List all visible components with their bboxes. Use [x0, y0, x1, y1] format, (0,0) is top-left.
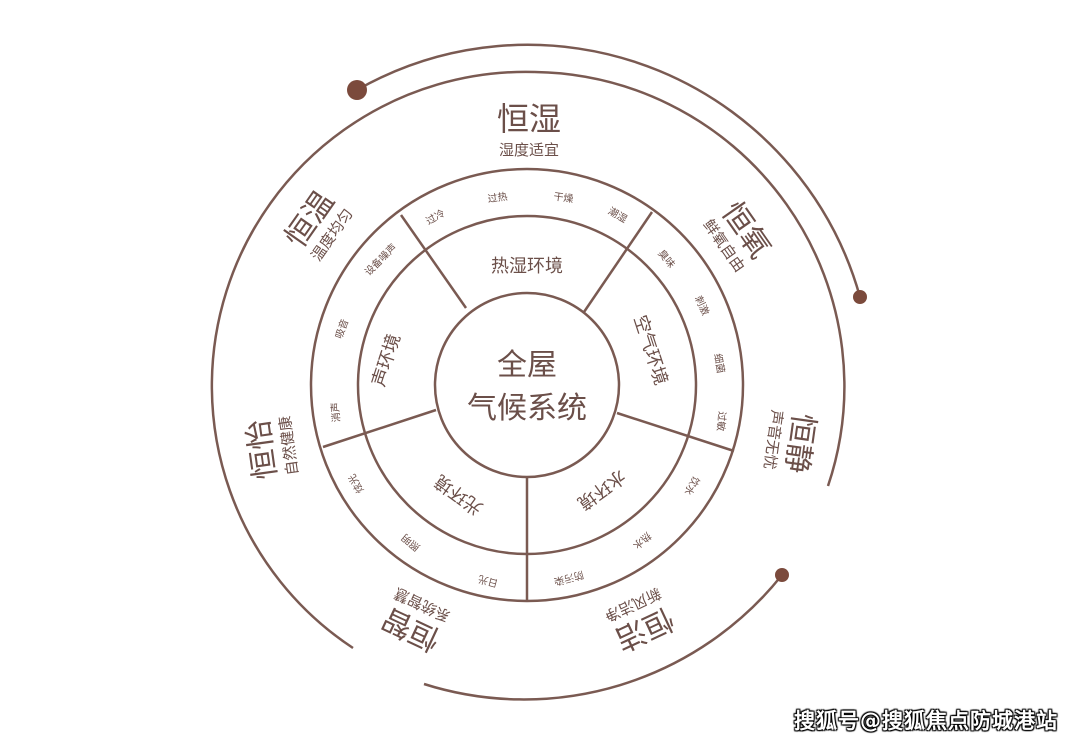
detail-item: 臭味 — [655, 247, 678, 271]
outer-label-clean: 恒洁 新风洁净 — [602, 584, 679, 657]
outer-label-temperature: 恒温 温度均匀 — [279, 185, 357, 265]
arc-dot — [775, 568, 789, 582]
divider — [399, 214, 468, 309]
env-sound: 声环境 — [368, 331, 405, 389]
detail-item: 过冷 — [423, 206, 447, 227]
divider — [616, 411, 735, 453]
svg-text:恒静: 恒静 — [778, 411, 821, 475]
svg-text:恒湿: 恒湿 — [497, 100, 561, 138]
svg-text:湿度适宜: 湿度适宜 — [499, 141, 559, 159]
env-light: 光环境 — [431, 470, 487, 519]
detail-item: 过敏 — [714, 411, 729, 432]
watermark: 搜狐号@搜狐焦点防城港站 — [794, 709, 1058, 733]
outer-label-comfort: 恒怡 自然健康 — [241, 415, 302, 482]
detail-item: 潮湿 — [606, 204, 630, 225]
detail-item: 吸音 — [332, 317, 351, 340]
detail-item: 炫光 — [345, 472, 366, 496]
detail-item: 细菌 — [711, 352, 727, 374]
outer-label-quiet: 恒静 声音无忧 — [760, 409, 821, 476]
center-title-2: 气候系统 — [467, 391, 587, 426]
detail-item: 防污染 — [553, 568, 585, 588]
detail-item: 设备噪声 — [362, 241, 399, 278]
outer-label-smart: 恒智 系统智慧 — [376, 584, 453, 657]
divider — [322, 408, 437, 449]
arc-dot — [347, 80, 367, 100]
env-thermal: 热湿环境 — [491, 256, 563, 277]
arc-dot — [853, 290, 867, 304]
detail-item: 日光 — [477, 573, 500, 591]
env-air: 空气环境 — [629, 313, 671, 388]
detail-item: 刺激 — [692, 294, 712, 318]
bottom-arc — [423, 574, 783, 701]
top-arc — [356, 43, 862, 298]
center-circle — [433, 291, 621, 479]
outer-label-oxygen: 恒氧 鲜氧自由 — [699, 196, 777, 276]
detail-item: 照明 — [400, 531, 423, 553]
detail-item: 过热 — [487, 190, 509, 206]
svg-text:恒怡: 恒怡 — [241, 417, 284, 481]
detail-item: 热水 — [630, 529, 654, 552]
divider — [582, 211, 654, 313]
detail-item: 饮水 — [681, 474, 702, 498]
center-title-1: 全屋 — [497, 348, 557, 383]
detail-item: 消声 — [328, 402, 343, 423]
env-water: 水环境 — [573, 465, 629, 514]
detail-item: 干燥 — [553, 191, 574, 206]
outer-label-humidity: 恒湿 湿度适宜 — [497, 100, 561, 159]
outer-arc-right — [534, 70, 846, 487]
outer-arc-left — [210, 70, 536, 650]
